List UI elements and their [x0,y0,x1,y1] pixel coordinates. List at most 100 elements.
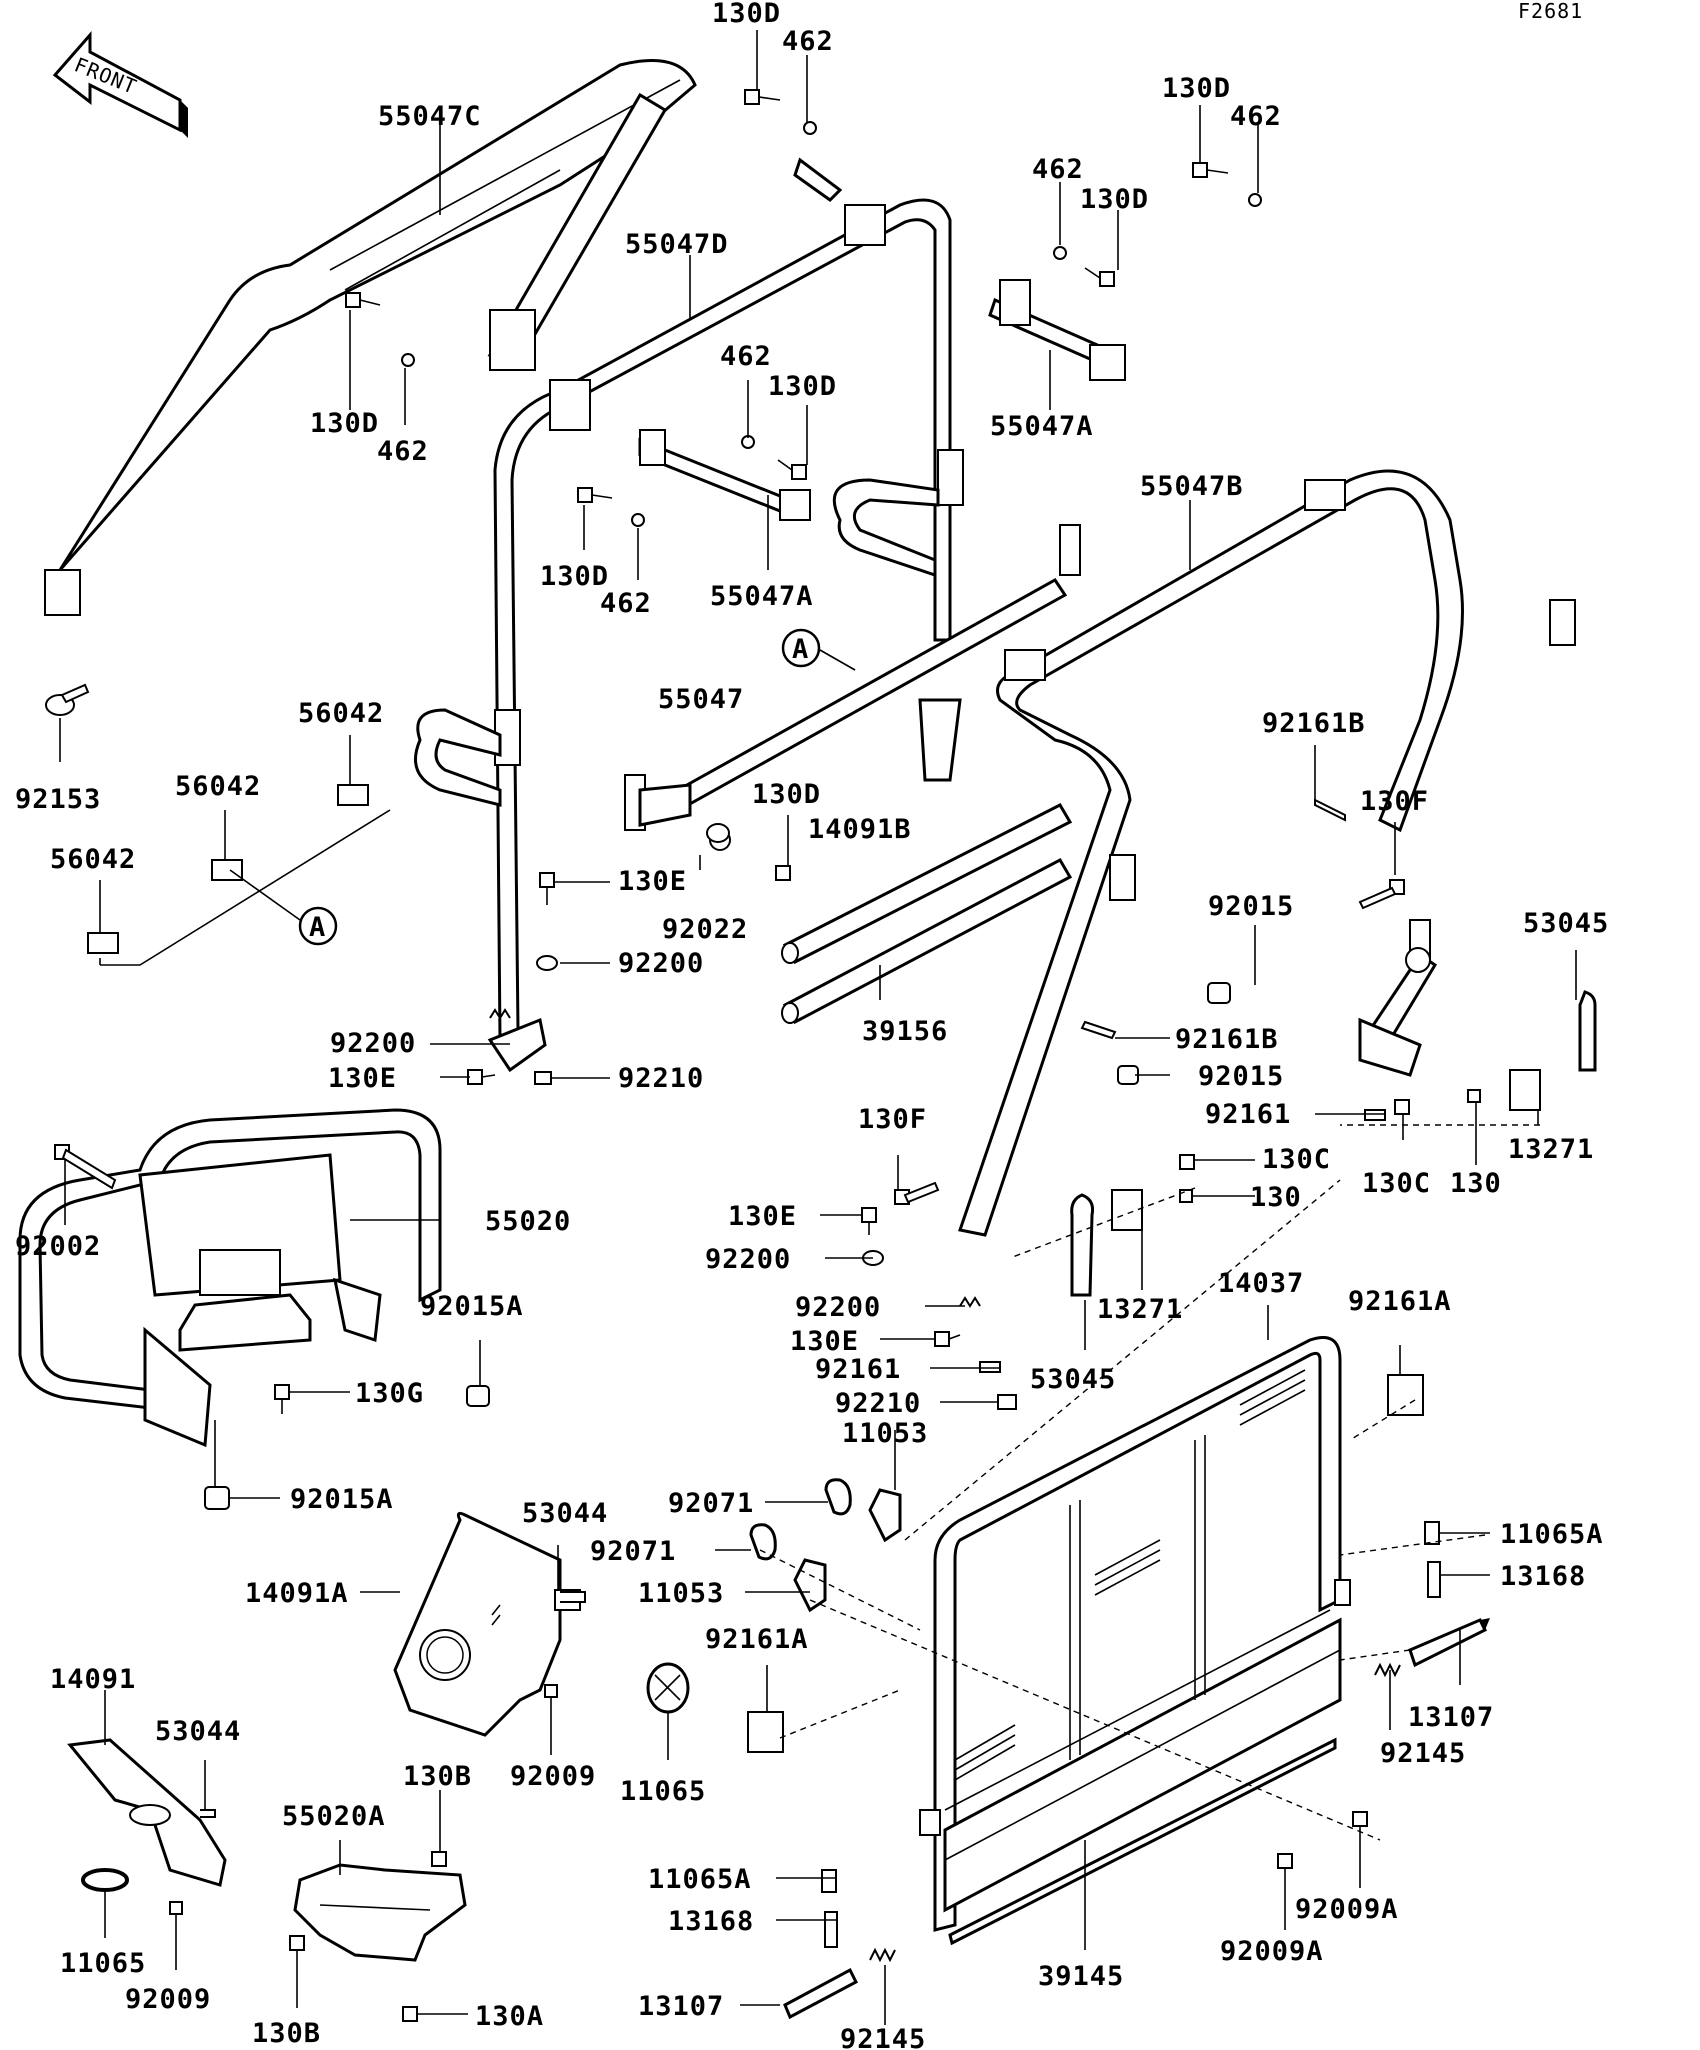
guard-14091 [67,1738,227,1887]
hardware-bolts [45,89,1481,2022]
part-label: 92161 [815,1354,901,1385]
part-label: 39145 [1038,1961,1124,1992]
part-label: 92015 [1208,891,1294,922]
cap-11065 [646,1662,690,1714]
part-label: 462 [600,588,652,619]
part-label: 11065 [60,1948,146,1979]
roll-bar-55047c [44,59,697,616]
part-label: 462 [782,26,834,57]
part-label: 56042 [175,771,261,802]
part-label: 92161A [1348,1286,1452,1317]
part-label: 92161B [1262,708,1366,739]
part-label: 130D [1162,73,1231,104]
part-label: 92015 [1198,1061,1284,1092]
part-label: 130D [540,561,609,592]
part-label: 130D [752,779,821,810]
part-label: 92009 [125,1984,211,2015]
part-label: 53045 [1030,1364,1116,1395]
bumper-55020 [18,1108,442,1448]
part-label: 56042 [50,844,136,875]
part-label: 55047 [658,684,744,715]
front-arrow-icon: FRONT [52,31,188,138]
part-label: 130 [1250,1182,1302,1213]
clip-92071 [749,1478,852,1561]
part-label: 92200 [795,1292,881,1323]
part-label: 130D [712,0,781,29]
part-label: 130B [252,2018,321,2049]
part-label: 55020 [485,1206,571,1237]
part-label: 11053 [842,1418,928,1449]
roll-bar-55047d [414,198,964,1073]
part-label: 92161A [705,1624,809,1655]
part-label: 92002 [15,1231,101,1262]
latch-53045 [1070,990,1597,1297]
part-label: 11065 [620,1776,706,1807]
part-label: 92015A [290,1484,394,1515]
part-label: 92071 [590,1536,676,1567]
spring-92145 [869,1662,1401,1963]
part-label: 92161 [1205,1099,1291,1130]
part-label: 13271 [1097,1294,1183,1325]
part-label: 462 [1230,101,1282,132]
cap-11065-left [81,1868,129,1892]
part-label: 56042 [298,698,384,729]
part-label: 55047C [378,101,482,132]
callout-a-bottom: A [298,906,338,946]
part-label: 130 [1450,1168,1502,1199]
callout-a-top-label: A [792,634,809,665]
leader-lines [59,30,1577,2025]
part-label: 53045 [1523,908,1609,939]
part-label: 92161B [1175,1024,1279,1055]
rail-14091b [781,803,1073,964]
part-label: 92009A [1220,1936,1324,1967]
part-label: 92145 [840,2024,926,2050]
part-label: 130C [1262,1144,1331,1175]
part-label: 39156 [862,1016,948,1047]
rod-39145 [948,1737,1337,1946]
part-label: 92153 [15,784,101,815]
part-label: 55047A [990,411,1094,442]
part-label: 92071 [668,1488,754,1519]
roll-bar-55047b [958,469,1576,1237]
part-label: 462 [720,341,772,372]
part-label: 11053 [638,1578,724,1609]
part-label: 130D [1080,184,1149,215]
part-label: 130E [728,1201,797,1232]
pin-13107-left [783,1967,858,2020]
part-label: 53044 [522,1498,608,1529]
part-label: 130F [858,1104,927,1135]
part-label: 55020A [282,1801,386,1832]
part-label: 55047B [1140,471,1244,502]
rail-39156 [781,858,1073,1024]
part-label: 130E [790,1326,859,1357]
part-label: 130C [1362,1168,1431,1199]
brace-55047a [638,157,1126,521]
part-label: 130B [403,1761,472,1792]
pin-13107-right [1408,1618,1490,1668]
part-label: 130D [768,371,837,402]
part-label: 11065A [648,1864,752,1895]
part-label: 92015A [420,1291,524,1322]
part-label: 14091 [50,1664,136,1695]
part-label: 92200 [705,1244,791,1275]
part-label: 13271 [1508,1134,1594,1165]
part-label: 130D [310,408,379,439]
part-label: 92200 [618,948,704,979]
plate-55020a [293,1863,467,1962]
part-label: 462 [1032,154,1084,185]
figure-code: F2681 [1518,0,1583,23]
part-label: 130F [1360,786,1429,817]
part-label: 130G [355,1378,424,1409]
pin-11065a [821,1521,1440,1893]
callout-a-bottom-label: A [309,912,326,943]
guard-14091a [393,1511,562,1737]
part-label: 130E [618,866,687,897]
part-label: 14037 [1218,1268,1304,1299]
part-label: 92210 [835,1388,921,1419]
part-label: 92145 [1380,1738,1466,1769]
part-label: 55047A [710,581,814,612]
part-label: 130E [328,1063,397,1094]
part-label: 55047D [625,229,729,260]
